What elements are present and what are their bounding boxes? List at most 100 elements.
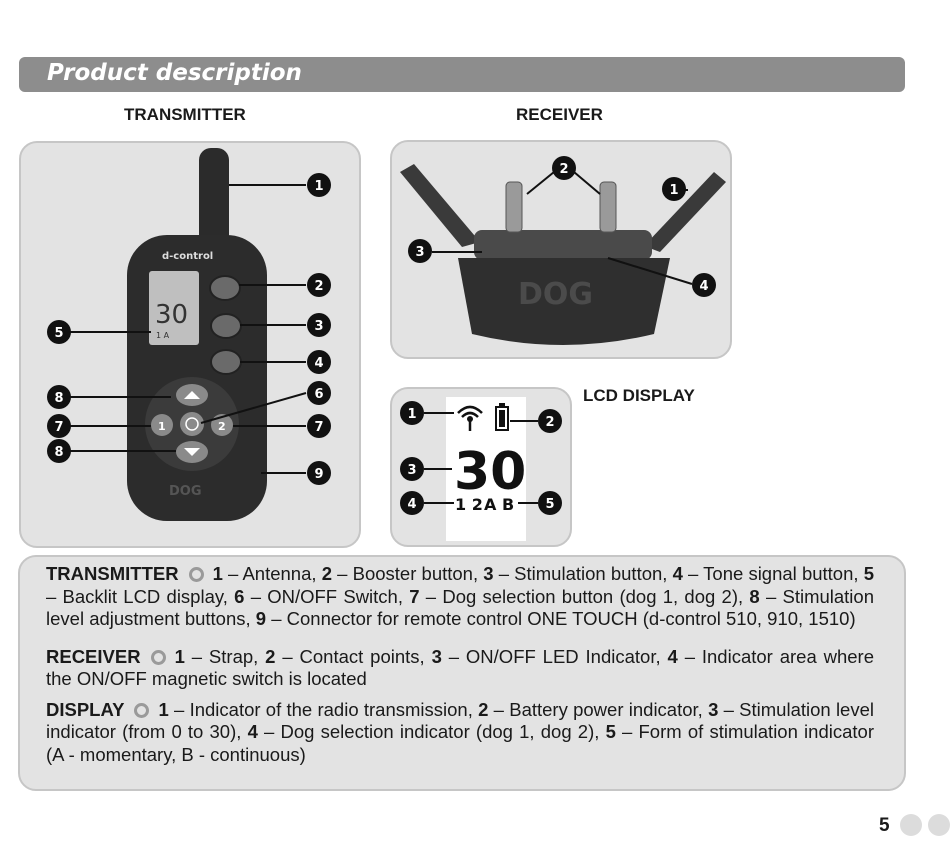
svg-text:3: 3 (408, 463, 417, 478)
desc-text: – Stimulation button, (493, 563, 673, 584)
on-off-switch[interactable] (180, 412, 204, 436)
callout-t4: 4 (307, 350, 331, 374)
stimulation-button[interactable] (210, 313, 242, 339)
svg-text:4: 4 (700, 279, 709, 294)
desc-num: 5 (605, 721, 616, 742)
svg-text:7: 7 (55, 420, 64, 435)
transmitter-lcd (149, 271, 199, 345)
bullet-icon (150, 649, 166, 665)
svg-text:6: 6 (315, 387, 324, 402)
header-banner: Product description (19, 57, 905, 92)
contact-point-left (505, 181, 523, 233)
receiver-body (458, 258, 670, 345)
tone-signal-button[interactable] (210, 349, 242, 375)
receiver-heading: RECEIVER (516, 105, 603, 124)
transmitter-logo: DOG (169, 484, 202, 499)
contact-point-right (599, 181, 617, 233)
strap-left (400, 164, 480, 247)
desc-num: 2 (321, 563, 332, 584)
callout-lines (69, 184, 307, 474)
desc-num: 3 (431, 645, 442, 667)
svg-text:7: 7 (315, 420, 324, 435)
callout-t1: 1 (307, 173, 331, 197)
lcd-display-panel: 30 1 2 A B 1 2 3 4 5 (390, 387, 572, 547)
desc-num: 2 (265, 645, 276, 667)
callout-r4: 4 (692, 273, 716, 297)
desc-text: – Stimulation level adjustment buttons, (46, 585, 874, 630)
desc-num: 4 (667, 645, 678, 667)
callout-r2: 2 (552, 156, 576, 180)
dog-2-label: 2 (218, 420, 226, 433)
desc-num: 5 (863, 563, 874, 584)
svg-text:2: 2 (546, 415, 555, 430)
desc-num: 1 (174, 645, 185, 667)
lcd-dog-indicator: 1 2 (455, 495, 483, 514)
desc-text: – Strap, (184, 645, 266, 667)
bullet-icon (188, 567, 204, 583)
desc-text: – Antenna, (222, 563, 322, 584)
desc-num: 4 (247, 721, 258, 742)
desc-text: – Contact points, (275, 645, 432, 667)
svg-text:4: 4 (408, 497, 417, 512)
callout-t9: 9 (307, 461, 331, 485)
desc-num: 4 (672, 563, 683, 584)
dog-1-label: 1 (158, 420, 166, 433)
lcd-callout-lines (424, 412, 538, 504)
svg-text:9: 9 (315, 467, 324, 482)
booster-button[interactable] (209, 275, 241, 301)
desc-num: 3 (483, 563, 494, 584)
desc-num: 9 (255, 608, 267, 629)
transmitter-lcd-small: 1 A (156, 331, 170, 340)
page-dot-2 (928, 814, 950, 836)
desc-text: – ON/OFF Switch, (244, 585, 410, 607)
callout-d1: 1 (400, 401, 424, 425)
strap-right (644, 172, 726, 252)
svg-text:8: 8 (55, 445, 64, 460)
dog-1-button[interactable] (151, 414, 173, 436)
desc-num: 1 (158, 698, 169, 720)
receiver-description: RECEIVER 1 – Strap, 2 – Contact points, 3… (46, 646, 874, 691)
receiver-logo: DOG (518, 277, 593, 312)
receiver-illustration: DOG 2 1 3 4 (400, 156, 726, 345)
desc-num: 1 (212, 563, 223, 584)
callout-t7-right: 7 (307, 414, 331, 438)
svg-text:1: 1 (315, 179, 324, 194)
callout-t3: 3 (307, 313, 331, 337)
receiver-desc-title: RECEIVER (46, 645, 141, 667)
receiver-callout-lines (432, 171, 693, 285)
callout-r1: 1 (662, 177, 686, 201)
callout-d4: 4 (400, 491, 424, 515)
desc-text: – Form of stimulation indicator (A - mom… (46, 721, 874, 765)
desc-text: – Backlit LCD display, (46, 585, 235, 607)
battery-fill (499, 410, 505, 427)
display-desc-title: DISPLAY (46, 698, 125, 720)
receiver-panel: DOG 2 1 3 4 (390, 140, 732, 359)
desc-num: 8 (749, 585, 760, 607)
svg-text:5: 5 (546, 497, 555, 512)
transmitter-desc-title: TRANSMITTER (46, 563, 179, 584)
page-title: Product description (47, 60, 302, 86)
callout-t5: 5 (47, 320, 71, 344)
svg-text:1: 1 (670, 183, 679, 198)
arrow-down-icon (184, 448, 200, 456)
callout-t7-left: 7 (47, 414, 71, 438)
page-number: 5 (879, 815, 890, 836)
svg-text:2: 2 (560, 162, 569, 177)
svg-text:3: 3 (315, 319, 324, 334)
page-dot-1 (900, 814, 922, 836)
desc-text: – Connector for remote control ONE TOUCH… (266, 608, 856, 629)
transmitter-brand: d-control (162, 251, 213, 262)
desc-text: – ON/OFF LED Indicator, (441, 645, 668, 667)
bullet-icon (134, 702, 150, 718)
svg-text:4: 4 (315, 356, 324, 371)
callout-d3: 3 (400, 457, 424, 481)
callout-r3: 3 (408, 239, 432, 263)
callout-d2: 2 (538, 409, 562, 433)
desc-text: – Battery power indicator, (488, 698, 709, 720)
antenna-shape (199, 148, 229, 248)
transmitter-panel: d-control 30 1 A 1 2 DOG (19, 141, 361, 548)
lcd-level-value: 30 (454, 442, 526, 502)
